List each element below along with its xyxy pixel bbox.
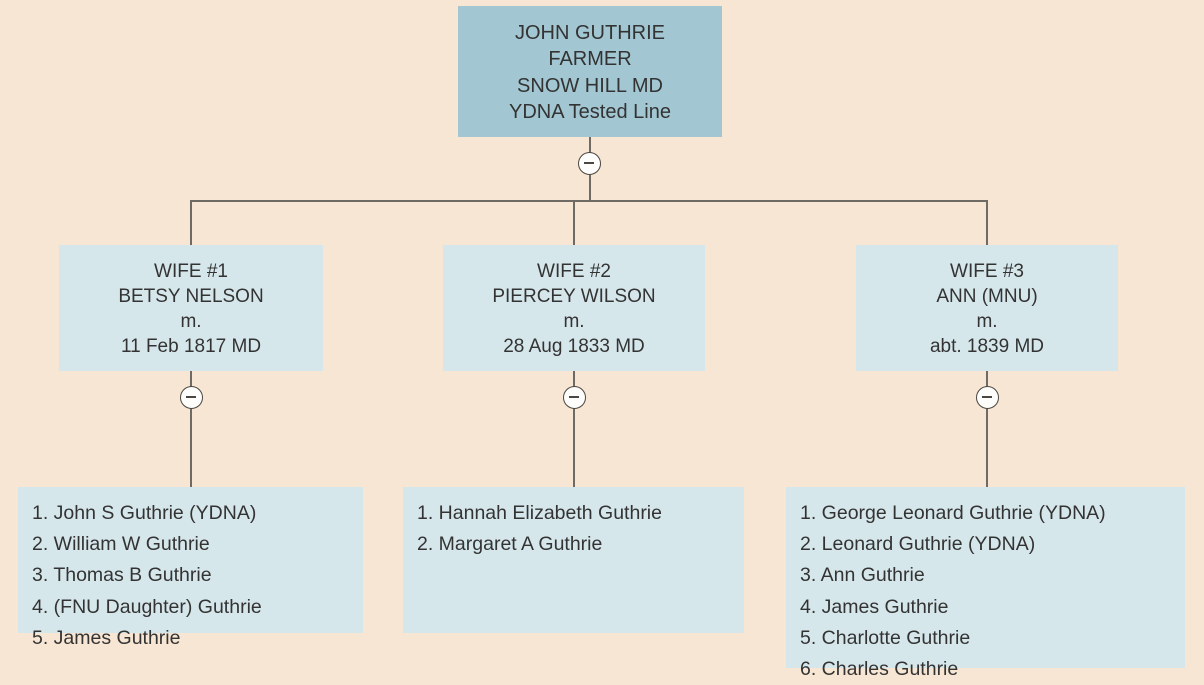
list-item: 2. Margaret A Guthrie: [417, 533, 603, 556]
list-item: 2. Leonard Guthrie (YDNA): [800, 533, 1036, 556]
node-children-wife-1[interactable]: 1. John S Guthrie (YDNA) 2. William W Gu…: [18, 487, 363, 649]
list-item: 3. Ann Guthrie: [800, 564, 925, 587]
root-line-occupation: FARMER: [548, 48, 632, 71]
list-item: 6. Charles Guthrie: [800, 657, 959, 680]
connector-drop-wife-1: [190, 200, 192, 245]
connector-wife-3-stem-lower: [986, 408, 988, 487]
toggle-wife-1-collapse[interactable]: [180, 386, 203, 409]
connector-root-stem-upper: [589, 137, 591, 155]
toggle-root-collapse[interactable]: [578, 152, 601, 175]
node-children-wife-2[interactable]: 1. Hannah Elizabeth Guthrie 2. Margaret …: [403, 487, 744, 633]
connector-spouse-bus: [190, 200, 988, 202]
list-item: 4. (FNU Daughter) Guthrie: [32, 595, 262, 618]
wife-1-title: WIFE #1: [154, 261, 228, 282]
wife-3-marriage-date: abt. 1839 MD: [929, 336, 1045, 358]
connector-wife-2-stem-upper: [573, 371, 575, 388]
node-spouse-wife-2[interactable]: WIFE #2 PIERCEY WILSON m. 28 Aug 1833 MD: [443, 245, 705, 371]
list-item: 2. William W Guthrie: [32, 533, 210, 556]
wife-1-marriage-marker: m.: [180, 311, 202, 333]
connector-drop-wife-3: [986, 200, 988, 245]
connector-drop-wife-2: [573, 200, 575, 245]
root-line-location: SNOW HILL MD: [517, 74, 663, 97]
list-item: 1. John S Guthrie (YDNA): [32, 502, 257, 524]
wife-2-title: WIFE #2: [537, 261, 611, 282]
list-item: 1. George Leonard Guthrie (YDNA): [800, 502, 1106, 524]
list-item: 5. James Guthrie: [32, 626, 181, 649]
toggle-wife-3-collapse[interactable]: [976, 386, 999, 409]
wife-2-marriage-marker: m.: [563, 311, 585, 333]
list-item: 3. Thomas B Guthrie: [32, 564, 212, 587]
connector-wife-2-stem-lower: [573, 408, 575, 487]
node-spouse-wife-3[interactable]: WIFE #3 ANN (MNU) m. abt. 1839 MD: [856, 245, 1118, 371]
connector-root-stem-lower: [589, 175, 591, 201]
wife-1-marriage-date: 11 Feb 1817 MD: [120, 336, 262, 358]
wife-1-name: BETSY NELSON: [118, 286, 264, 308]
connector-wife-1-stem-upper: [190, 371, 192, 388]
wife-3-title: WIFE #3: [950, 261, 1024, 282]
root-line-ydna: YDNA Tested Line: [509, 101, 671, 124]
wife-3-marriage-marker: m.: [976, 311, 998, 333]
wife-2-marriage-date: 28 Aug 1833 MD: [503, 336, 645, 358]
node-children-wife-3[interactable]: 1. George Leonard Guthrie (YDNA) 2. Leon…: [786, 487, 1185, 680]
node-spouse-wife-1[interactable]: WIFE #1 BETSY NELSON m. 11 Feb 1817 MD: [59, 245, 323, 371]
node-root-john-guthrie[interactable]: JOHN GUTHRIE FARMER SNOW HILL MD YDNA Te…: [458, 6, 722, 137]
list-item: 5. Charlotte Guthrie: [800, 626, 971, 649]
connector-wife-1-stem-lower: [190, 408, 192, 487]
wife-2-name: PIERCEY WILSON: [492, 286, 656, 308]
list-item: 1. Hannah Elizabeth Guthrie: [417, 502, 662, 524]
root-line-name: JOHN GUTHRIE: [515, 22, 665, 44]
list-item: 4. James Guthrie: [800, 595, 949, 618]
toggle-wife-2-collapse[interactable]: [563, 386, 586, 409]
connector-wife-3-stem-upper: [986, 371, 988, 388]
wife-3-name: ANN (MNU): [936, 286, 1038, 308]
